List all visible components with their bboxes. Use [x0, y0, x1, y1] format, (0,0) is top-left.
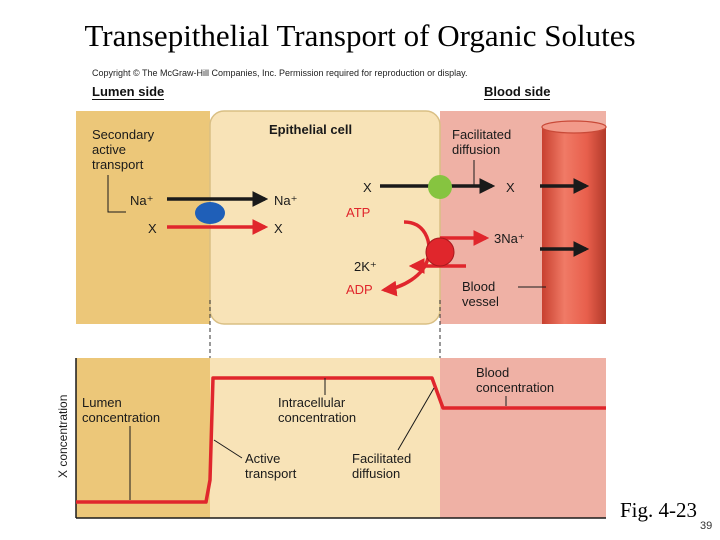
facilitated-diffusion-graph-leader: [397, 387, 435, 451]
blood-vessel-label-1: Blood: [462, 279, 495, 294]
active-transport-label-2: transport: [245, 466, 297, 481]
active-transport-label-1: Active: [245, 451, 280, 466]
epithelial-cell: [209, 110, 441, 325]
three-na-label: 3Na⁺: [494, 231, 525, 246]
facilitated-diffusion-label-2: diffusion: [452, 142, 500, 157]
intracellular-concentration-label-2: concentration: [278, 410, 356, 425]
adp-label: ADP: [346, 282, 373, 297]
blood-side-label: Blood side: [484, 84, 551, 100]
lumen-region: [76, 111, 210, 324]
lumen-region-graph: [76, 358, 210, 518]
top-panel: Epithelial cell Secondary active transpo…: [76, 110, 607, 325]
figure-label: Fig. 4-23: [620, 498, 698, 522]
blood-region-graph: [440, 358, 606, 518]
epithelial-cell-label: Epithelial cell: [269, 122, 352, 137]
x-cell-label: X: [274, 221, 283, 236]
facilitated-diffusion-graph-label-2: diffusion: [352, 466, 400, 481]
lumen-side-label: Lumen side: [92, 84, 165, 100]
page-number: 39: [700, 520, 713, 532]
two-k-label: 2K⁺: [354, 259, 377, 274]
lumen-concentration-label-2: concentration: [82, 410, 160, 425]
x-lumen-label: X: [148, 221, 157, 236]
slide-title: Transepithelial Transport of Organic Sol…: [84, 18, 636, 53]
secondary-transport-leader: [107, 175, 126, 213]
secondary-active-transport-label-1: Secondary: [92, 127, 155, 142]
x-blood-label: X: [506, 180, 515, 195]
lumen-concentration-label-1: Lumen: [82, 395, 122, 410]
facilitated-diffusion-graph-label-1: Facilitated: [352, 451, 411, 466]
facilitated-diffusion-label-1: Facilitated: [452, 127, 511, 142]
secondary-active-transport-label-3: transport: [92, 157, 144, 172]
copyright-notice: Copyright © The McGraw-Hill Companies, I…: [92, 68, 468, 78]
active-transport-leader: [213, 439, 243, 459]
concentration-profile: [76, 376, 606, 504]
blood-concentration-label-2: concentration: [476, 380, 554, 395]
cotransporter-protein: [195, 202, 225, 224]
blood-vessel: [542, 127, 606, 324]
na-lumen-label: Na⁺: [130, 193, 153, 208]
x-cell-upper-label: X: [363, 180, 372, 195]
facilitated-transporter-protein: [428, 175, 452, 199]
blood-vessel-label-2: vessel: [462, 294, 499, 309]
blood-concentration-label-1: Blood: [476, 365, 509, 380]
blood-vessel-opening: [541, 120, 607, 134]
intracellular-concentration-label-1: Intracellular: [278, 395, 346, 410]
y-axis-label: X concentration: [56, 395, 70, 478]
bottom-panel: X concentration Lumen concentration Intr…: [56, 358, 606, 519]
atp-label: ATP: [346, 205, 370, 220]
na-k-pump: [425, 237, 455, 267]
na-cell-label: Na⁺: [274, 193, 297, 208]
secondary-active-transport-label-2: active: [92, 142, 126, 157]
